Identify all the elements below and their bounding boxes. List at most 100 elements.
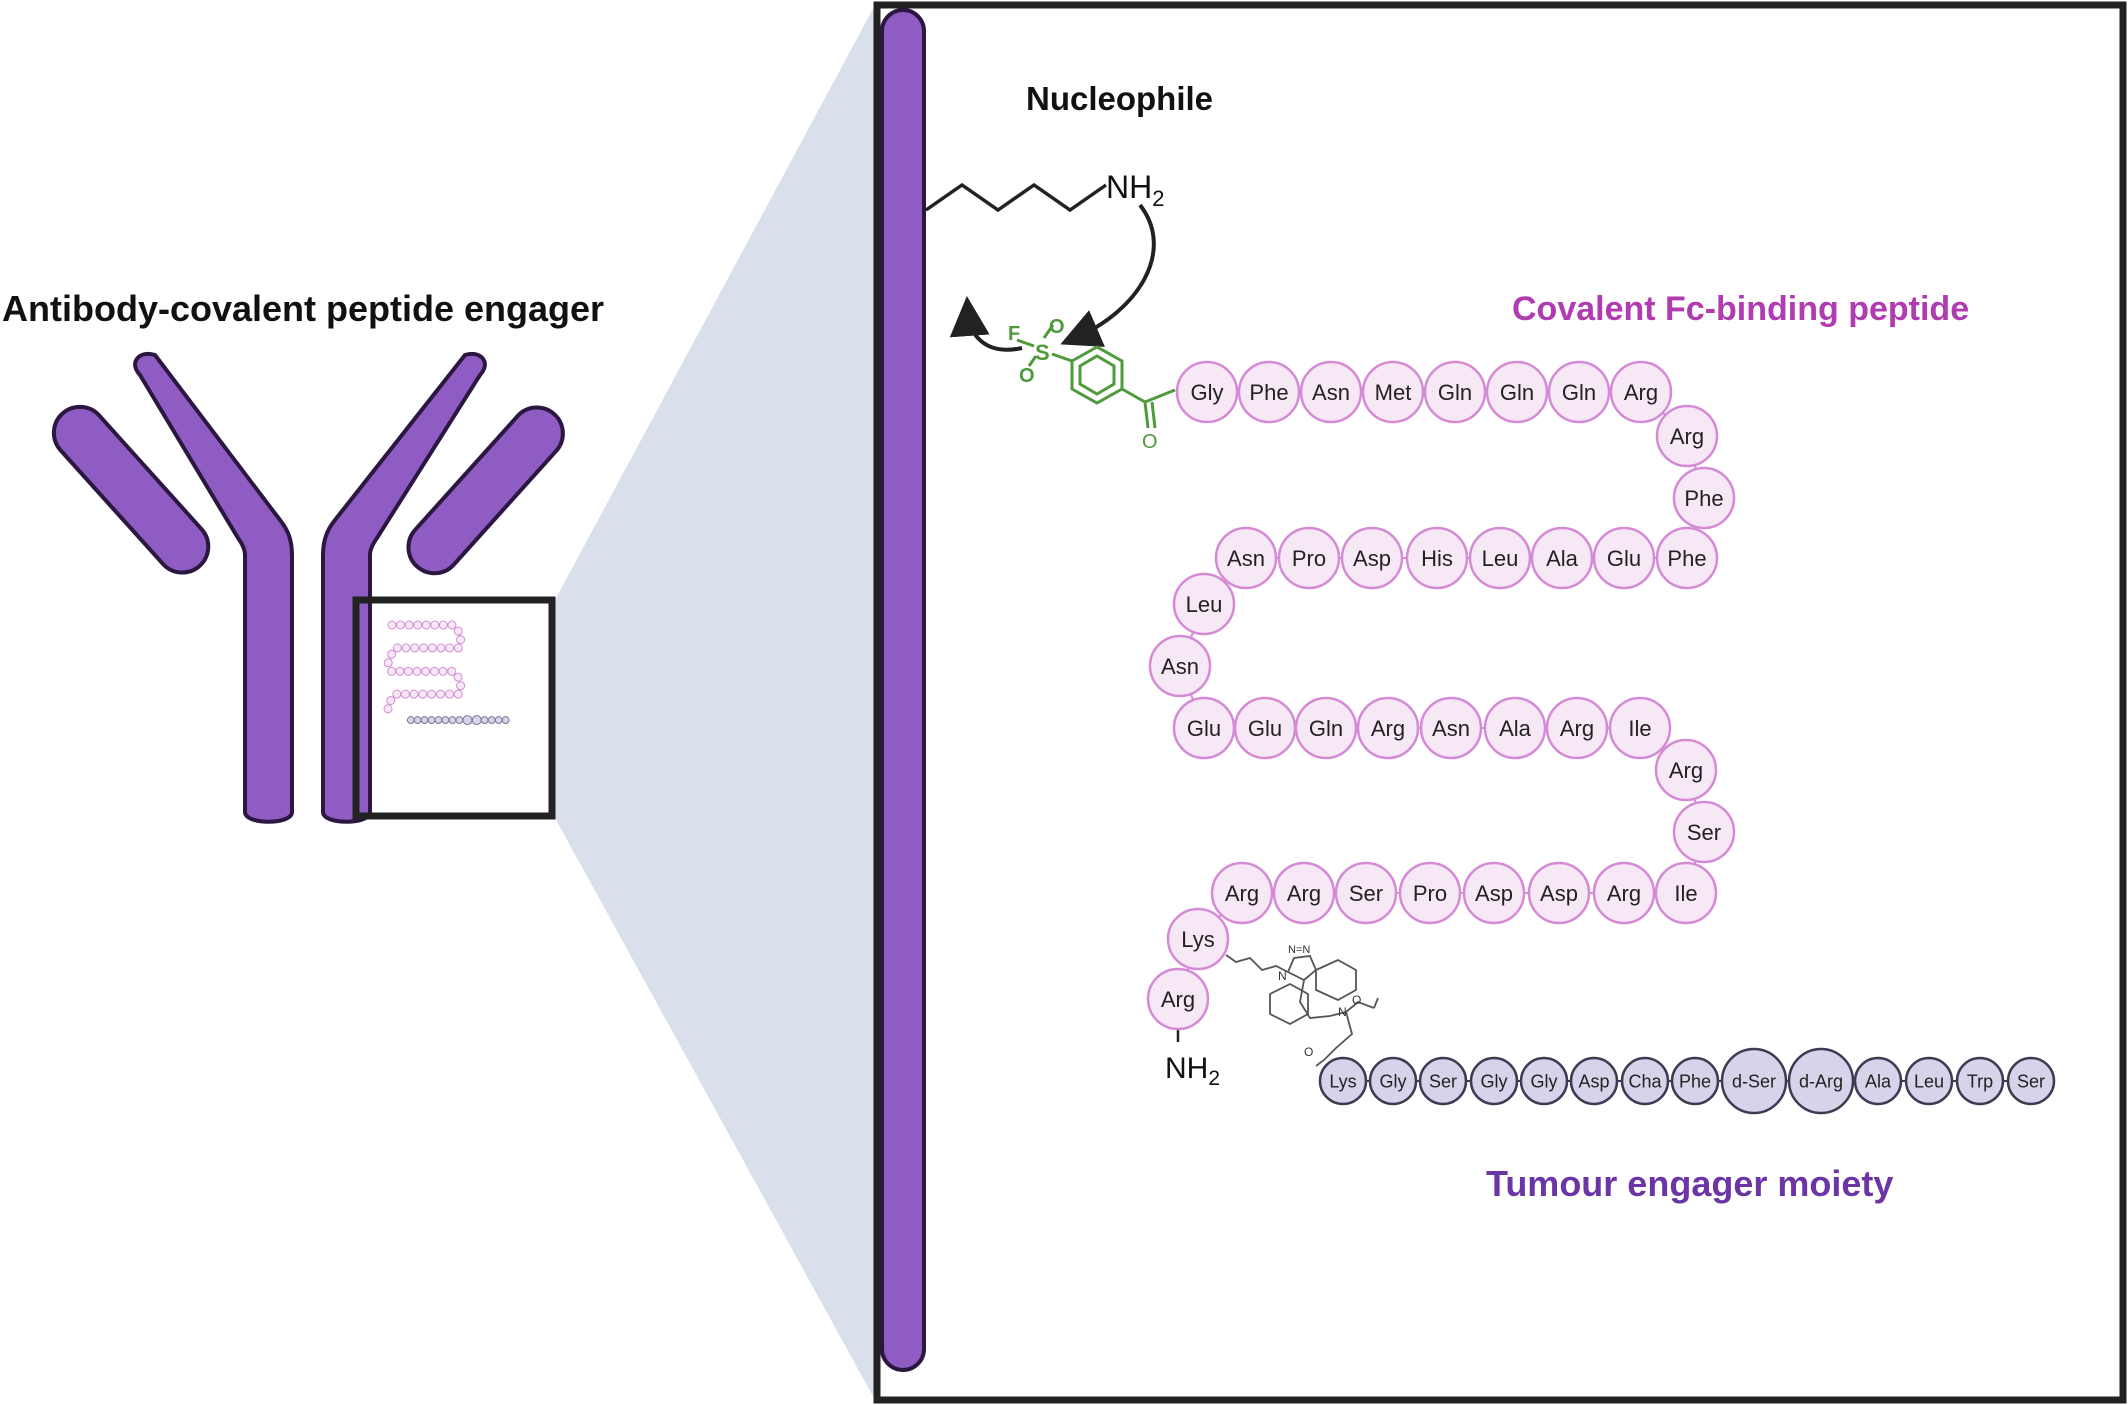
tumour-residue-label: Leu: [1914, 1071, 1944, 1091]
mini-pink-residue: [395, 666, 405, 676]
warhead-oxygen-bottom: O: [1019, 365, 1035, 387]
mini-pink-residue: [412, 666, 422, 676]
mini-pink-residue: [421, 666, 431, 676]
mini-tumour-residue: [434, 716, 443, 724]
zoom-cone: [555, 5, 875, 1400]
pink-residue-label: Ala: [1546, 546, 1579, 571]
tumour-engager-title: Tumour engager moiety: [1486, 1163, 1893, 1204]
tumour-residue-label: Ala: [1865, 1071, 1892, 1091]
pink-residue-circle: [1483, 696, 1547, 760]
mini-tumour-residue: [420, 716, 429, 724]
mini-tumour-residue: [448, 716, 457, 724]
mini-pink-residue: [430, 666, 440, 676]
tumour-residue: d-Ser: [1720, 1047, 1788, 1115]
mini-pink-residue: [409, 689, 419, 699]
pink-residue-label: Arg: [1607, 881, 1641, 906]
tumour-residue-label: Cha: [1628, 1071, 1662, 1091]
tumour-residue-label: Ser: [1429, 1071, 1457, 1091]
mini-pink-residue: [438, 666, 448, 676]
pink-residue-label: Leu: [1482, 546, 1519, 571]
pink-residue-label: Asn: [1432, 716, 1470, 741]
mini-pink-residue: [436, 643, 446, 653]
pink-residue-label: Asp: [1540, 881, 1578, 906]
pink-residue-label: Phe: [1249, 380, 1288, 405]
pink-residue-circle: [1398, 861, 1462, 925]
tumour-residue-label: Asp: [1578, 1071, 1609, 1091]
tumour-residue: Cha: [1620, 1056, 1670, 1106]
pink-residue: Ser: [1334, 861, 1398, 925]
pink-residue-circle: [1592, 526, 1656, 590]
pink-residue: Lys: [1166, 907, 1230, 971]
tumour-residue-label: Ser: [2017, 1071, 2045, 1091]
pink-residue-label: Arg: [1161, 987, 1195, 1012]
pink-residue-label: Glu: [1248, 716, 1282, 741]
mini-peptide-preview: [383, 620, 510, 726]
pink-residue-circle: [1361, 360, 1425, 424]
tumour-residue-circle: [1787, 1047, 1855, 1115]
pink-residue-circle: [1237, 360, 1301, 424]
mini-pink-residue: [453, 643, 463, 653]
warhead-fluorine: F: [1008, 323, 1020, 345]
pink-residue: Gln: [1423, 360, 1487, 424]
tumour-residue-circle: [1368, 1056, 1418, 1106]
mini-tumour-residue: [494, 716, 503, 724]
pink-residue-circle: [1214, 526, 1278, 590]
pink-residue: Phe: [1672, 466, 1736, 530]
mini-pink-residue: [392, 643, 402, 653]
pink-residue: Phe: [1655, 526, 1719, 590]
pink-residue-label: Asp: [1475, 881, 1513, 906]
pink-residue: Ala: [1483, 696, 1547, 760]
tumour-residue: Trp: [1955, 1056, 2005, 1106]
mini-pink-residue: [427, 643, 437, 653]
pink-residue-label: Arg: [1670, 424, 1704, 449]
pink-residue-label: Asn: [1161, 654, 1199, 679]
mini-pink-residue: [404, 620, 414, 630]
pink-residue-circle: [1272, 861, 1336, 925]
pink-residue-label: Leu: [1186, 592, 1223, 617]
pink-residue-label: Gln: [1309, 716, 1343, 741]
pink-residue-circle: [1166, 907, 1230, 971]
pink-residue-label: Arg: [1669, 758, 1703, 783]
pink-residue: Phe: [1237, 360, 1301, 424]
linker-nitrogen: N: [1338, 1005, 1347, 1019]
tumour-residue: Gly: [1519, 1056, 1569, 1106]
mini-pink-residue: [410, 643, 420, 653]
pink-residue-circle: [1210, 861, 1274, 925]
pink-residue-circle: [1423, 360, 1487, 424]
pink-residue: Glu: [1172, 696, 1236, 760]
mini-pink-residue: [392, 689, 402, 699]
pink-residue-circle: [1294, 696, 1358, 760]
pink-residue: Glu: [1233, 696, 1297, 760]
pink-residue-label: Pro: [1292, 546, 1326, 571]
pink-residue-circle: [1462, 861, 1526, 925]
pink-residue-label: Gln: [1438, 380, 1472, 405]
mini-tumour-residue: [441, 716, 450, 724]
nucleophile-label: Nucleophile: [1026, 80, 1213, 117]
mini-tumour-residue: [406, 716, 415, 724]
mini-pink-residue: [447, 620, 457, 630]
pink-residue: Arg: [1210, 861, 1274, 925]
pink-residue: Gln: [1294, 696, 1358, 760]
pink-residue: Arg: [1272, 861, 1336, 925]
pink-residue-label: Arg: [1624, 380, 1658, 405]
pink-residue: Glu: [1592, 526, 1656, 590]
pink-residue-label: Gln: [1500, 380, 1534, 405]
tumour-residue: d-Arg: [1787, 1047, 1855, 1115]
mini-pink-residue: [387, 649, 397, 659]
pink-residue: Gln: [1485, 360, 1549, 424]
tumour-residue-circle: [1519, 1056, 1569, 1106]
pink-residue-circle: [1340, 526, 1404, 590]
antibody-icon: [51, 351, 565, 824]
pink-residue: Arg: [1655, 404, 1719, 468]
pink-residue-circle: [1655, 404, 1719, 468]
pink-residue: Arg: [1592, 861, 1656, 925]
pink-residue: His: [1405, 526, 1469, 590]
mini-pink-residue: [419, 643, 429, 653]
pink-residue: Leu: [1172, 572, 1236, 636]
tumour-residue-circle: [1720, 1047, 1788, 1115]
pink-residue-circle: [1547, 360, 1611, 424]
pink-residue-circle: [1545, 696, 1609, 760]
pink-residue: Asn: [1214, 526, 1278, 590]
mini-tumour-residue: [471, 715, 482, 726]
pink-residue: Pro: [1398, 861, 1462, 925]
